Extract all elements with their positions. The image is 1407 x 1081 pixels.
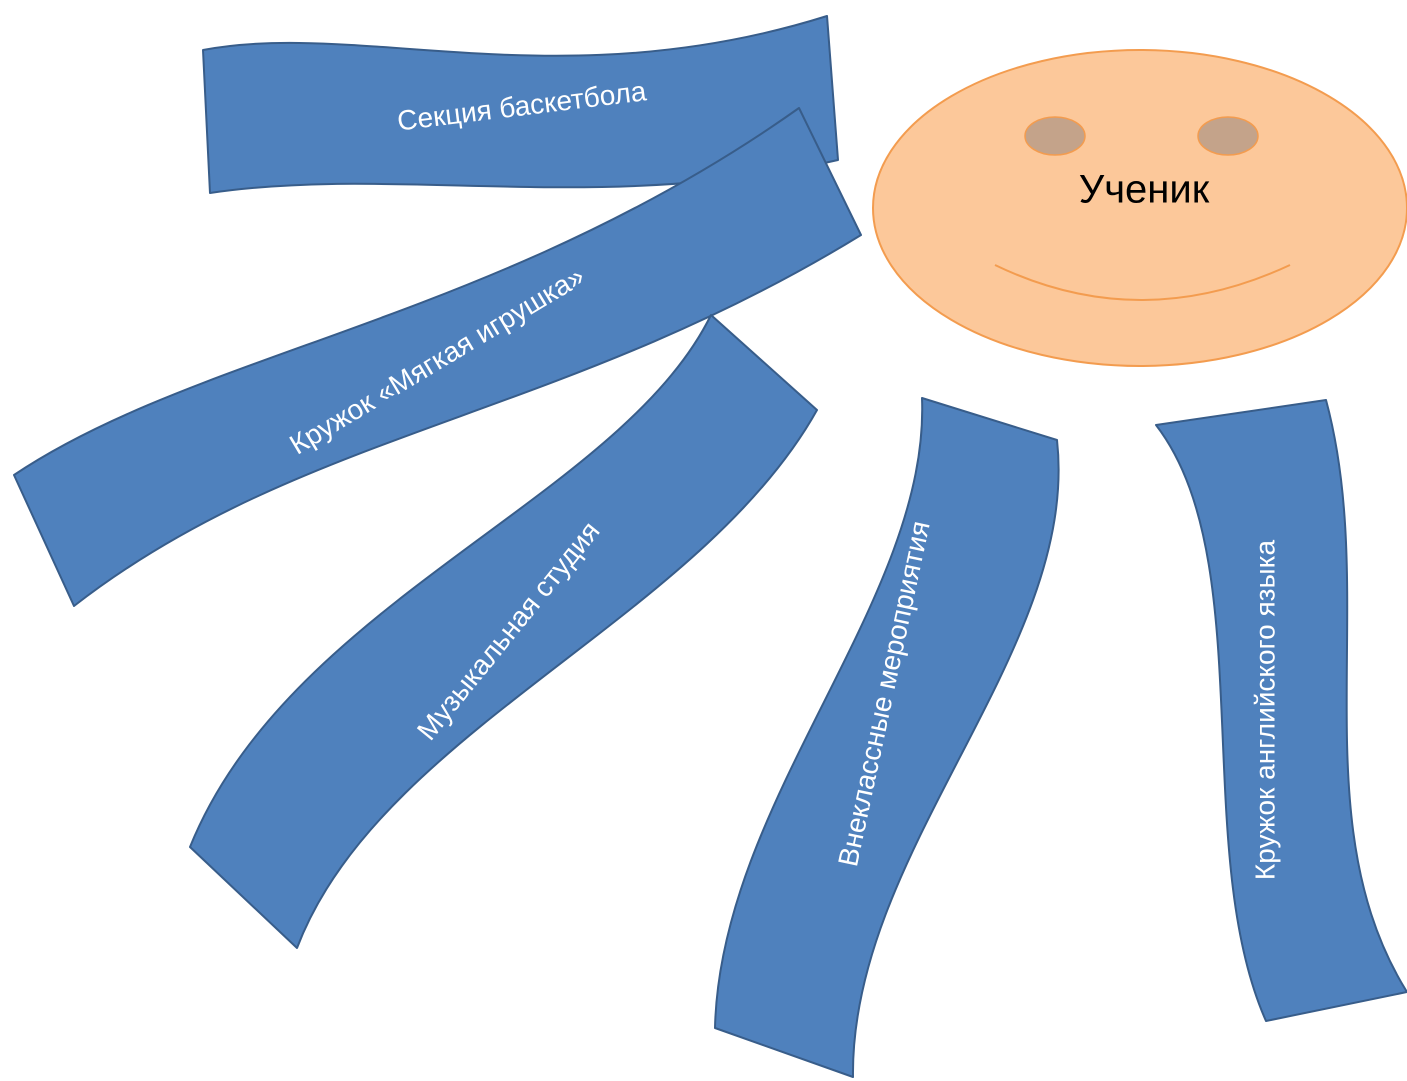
ribbon-extracurricular-shape: [714, 397, 1060, 1078]
ribbon-english: Кружок английского языка: [1155, 399, 1407, 1022]
right-eye-icon: [1197, 116, 1259, 156]
ribbon-basketball: Секция баскетбола: [202, 15, 839, 194]
ribbon-soft-toy-shape: [13, 107, 862, 607]
student-label: Ученик: [1079, 168, 1210, 212]
ribbon-english-shape: [1155, 399, 1407, 1022]
face-circle: [872, 49, 1407, 367]
ribbon-music-shape: [189, 314, 818, 949]
smile-icon: [994, 264, 1291, 301]
ribbon-basketball-shape: [202, 15, 839, 194]
left-eye-icon: [1024, 116, 1086, 156]
student-face: Ученик: [872, 49, 1407, 367]
ribbon-english-label: Кружок английского языка: [1249, 540, 1280, 881]
ribbon-extracurricular: Внеклассные мероприятия: [714, 397, 1060, 1078]
